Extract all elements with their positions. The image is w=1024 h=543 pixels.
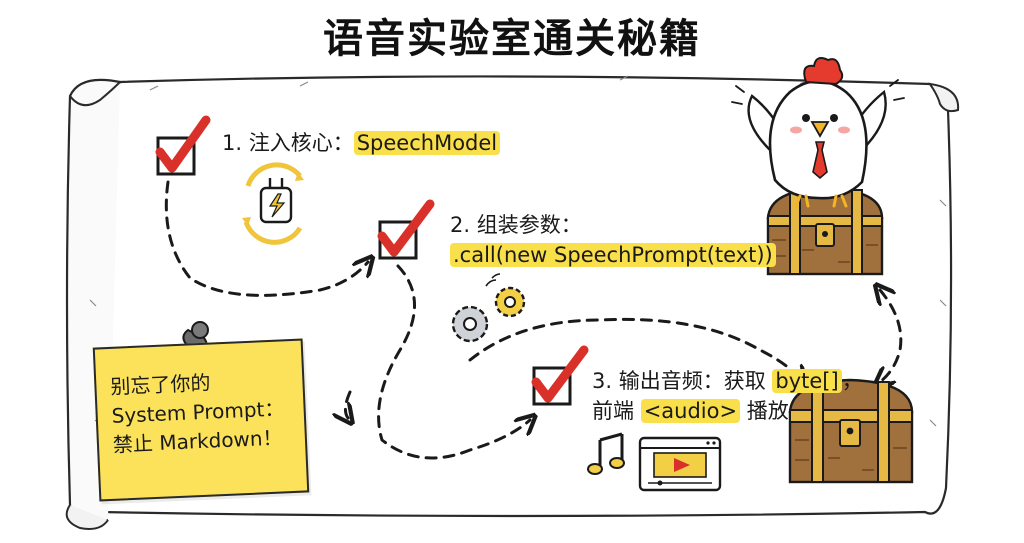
step-1-label: 1. 注入核心：SpeechModel: [222, 128, 501, 158]
gears-icon: [451, 273, 526, 343]
step-3-line2-prefix: 前端: [592, 399, 641, 423]
step-2-highlight: .call(new SpeechPrompt(text)): [450, 243, 776, 267]
checkbox-step3: [531, 345, 589, 406]
step-3-line1-prefix: 3. 输出音频：获取: [592, 369, 773, 393]
path-step1-to-step2: [164, 180, 368, 297]
path-small-arrow: [345, 390, 350, 418]
step-1-prefix: 1. 注入核心：: [222, 131, 354, 155]
page-title: 语音实验室通关秘籍: [323, 16, 701, 62]
path-step3-to-chest: [468, 317, 800, 380]
path-step2-to-step3: [377, 264, 530, 460]
checkmark-icon: [155, 115, 211, 173]
sticky-note: 别忘了你的 System Prompt： 禁止 Markdown！: [92, 338, 310, 502]
treasure-chest-icon: [766, 186, 884, 276]
checkmark-icon: [531, 345, 589, 403]
step-3-line1-highlight: byte[]: [772, 369, 842, 393]
step-3-line2-suffix: 播放: [740, 399, 789, 423]
step-1-highlight: SpeechModel: [353, 131, 501, 155]
video-player-icon: [638, 436, 722, 492]
treasure-chest-icon: [788, 378, 914, 484]
path-chest-loop: [880, 290, 903, 382]
music-note-icon: [587, 432, 625, 475]
flow-path: [164, 180, 903, 460]
step-3-line1-suffix: ，: [841, 369, 863, 393]
checkbox-step1: [155, 115, 211, 176]
step-2-label: 2. 组装参数： .call(new SpeechPrompt(text)): [450, 210, 776, 270]
step-2-title: 2. 组装参数：: [450, 213, 582, 237]
checkmark-icon: [377, 199, 435, 257]
plug-icon: [242, 162, 304, 245]
chicken-mascot: [731, 57, 905, 208]
step-3-label: 3. 输出音频：获取 byte[]， 前端 <audio> 播放: [592, 366, 863, 426]
step-3-line2-highlight: <audio>: [640, 399, 741, 423]
checkbox-step2: [377, 199, 435, 260]
